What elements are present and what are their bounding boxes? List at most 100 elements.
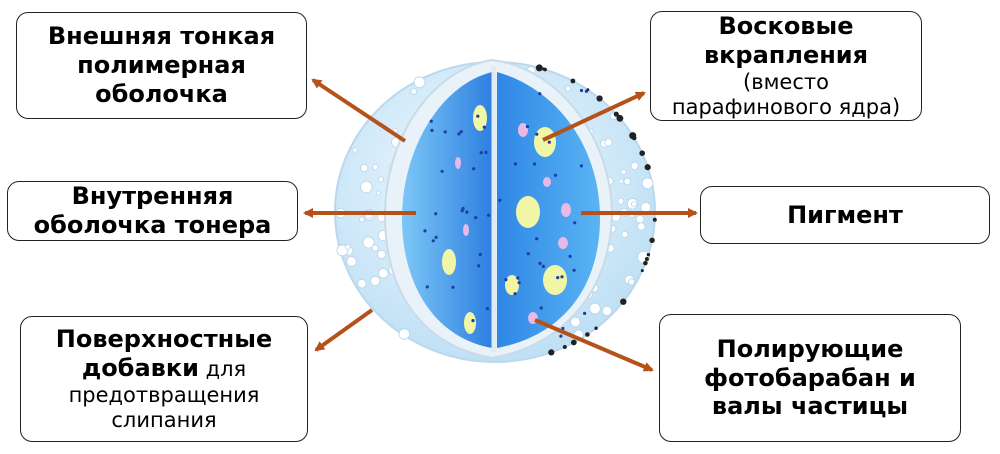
pigment-dot [459,130,463,134]
pigment-dot [525,125,530,129]
dark-particle [594,326,598,330]
additive-bubble [637,222,646,231]
additive-bubble [565,85,572,92]
additive-bubble [375,190,381,196]
pigment-dot [526,252,530,256]
pigment-dot [478,252,482,257]
pigment-dot [517,281,521,285]
additive-bubble [589,302,601,315]
wax-line2: вкрапления [703,40,869,69]
surface-additive-dark-particles [535,64,657,356]
dark-particle [620,298,627,305]
wax-line4: парафинового ядра) [671,94,901,119]
pigment-dot [443,130,447,134]
additive-bubble [372,164,379,171]
arrow-outer-shell [311,78,407,143]
pigment-dot [513,292,517,296]
additive-bubble [398,328,411,340]
pigment-dot [487,213,491,217]
additive-bubble [371,244,379,252]
pigment-dot [535,237,539,241]
pigment-dot [451,285,455,289]
additive-bubble [623,177,631,186]
additive-bubble [352,147,358,153]
additive-bubble [604,138,613,147]
surface-additives-line1: Поверхностные [55,325,273,354]
additive-bubble [621,230,629,238]
dark-particle [646,253,651,257]
dark-particle [639,150,645,156]
pigment-dot [573,221,577,225]
arrow-surface-additives [314,308,374,352]
additive-bubble [628,278,635,286]
additive-bubble [344,244,351,250]
pigment-dot [477,264,481,268]
additive-bubble [640,201,652,213]
additive-bubble [378,268,389,279]
pigment-dot [583,311,587,315]
additive-bubble [641,177,654,190]
pigment-dot [474,216,478,220]
pigment-dot [579,164,584,168]
pigment-dot [482,125,486,129]
additive-bubble [357,278,367,289]
dark-particle [629,132,637,140]
additive-bubble [360,163,369,172]
additive-bubble [618,178,624,184]
dark-particle [585,332,590,337]
additive-bubble [630,161,639,170]
pigment-dot [429,119,433,123]
pigment-dot [485,307,489,311]
dark-particle [643,260,648,266]
label-inner-shell: Внутренняя оболочка тонера [7,181,298,241]
pigment-dot [560,275,564,279]
pigment-dot [425,285,429,289]
label-surface-additives: Поверхностные добавки для предотвращения… [20,316,308,442]
surface-additives-line2-bold: добавки [81,353,199,382]
dark-particle [535,64,543,72]
pigment-dot [484,150,488,154]
label-pigment: Пигмент [700,186,990,244]
pigment-dot [541,264,545,268]
pigment-dot [584,89,589,93]
additive-bubble [360,180,373,194]
dark-particle [548,349,555,356]
label-outer-shell: Внешняя тонкая полимерная оболочка [16,12,307,119]
pigment-particles [455,123,571,324]
additive-bubble [346,256,357,267]
additive-bubble [602,305,613,316]
pigment-line1: Пигмент [787,200,903,229]
pigment-dot [465,210,469,214]
pigment-dot [460,209,464,213]
dark-particle [645,164,649,168]
outer-shell-line1: Внешняя тонкая [47,22,276,51]
dark-particle [596,95,603,102]
dark-particle [570,78,576,84]
polishing-line1: Полирующие [716,334,904,363]
pigment-dot [535,132,539,136]
dark-particle [562,345,567,349]
additive-bubble [620,168,627,175]
dark-particle [644,257,649,261]
pigment-dot [440,169,444,173]
outer-shell-line3: оболочка [95,79,228,108]
label-wax-inclusions: Восковые вкрапления (вместо парафинового… [650,11,922,121]
wax-line1: Восковые [718,12,854,41]
additive-bubble [570,316,581,328]
pigment-dot [539,306,543,310]
dark-particle [570,339,577,346]
pigment-dot [430,128,434,132]
arrow-wax [542,91,646,142]
wax-line3: (вместо [743,69,829,94]
pigment-dot [457,132,461,136]
pigment-dot [538,92,542,96]
outer-shell-line2: полимерная [77,51,246,80]
dark-particle [652,217,657,222]
dark-particle [542,67,545,71]
pigment-dot [498,198,502,202]
additive-bubble [376,249,387,260]
additive-bubble [413,76,426,89]
pigment-dot [556,276,560,280]
pigment-dot [479,151,483,155]
pigment-dot [547,140,551,144]
